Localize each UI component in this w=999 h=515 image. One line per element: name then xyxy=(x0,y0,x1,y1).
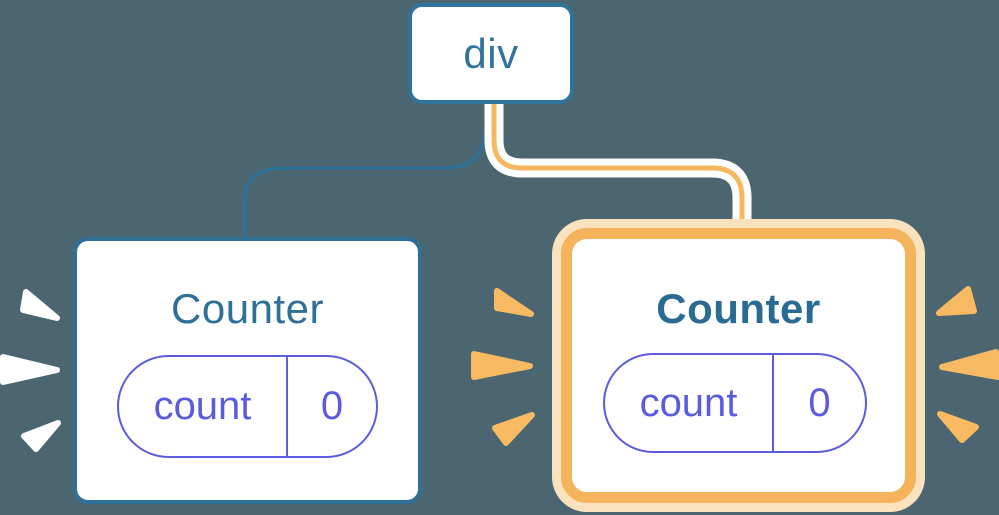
connector-parent-to-right-child xyxy=(491,102,745,234)
counter-title: Counter xyxy=(656,285,821,332)
counter-card-left: Counter count 0 xyxy=(73,237,422,504)
burst-ray xyxy=(937,411,979,443)
state-key-cell: count xyxy=(119,357,288,456)
burst-ray xyxy=(0,354,60,385)
burst-ray xyxy=(492,412,535,446)
state-pill: count 0 xyxy=(603,353,867,453)
burst-ray xyxy=(939,349,999,380)
state-pill: count 0 xyxy=(117,355,378,458)
state-value-cell: 0 xyxy=(774,355,865,451)
state-key-label: count xyxy=(639,380,738,425)
burst-ray xyxy=(471,351,533,380)
counter-card-right-highlighted: Counter count 0 xyxy=(561,228,916,503)
burst-ray xyxy=(494,288,534,317)
state-value: 0 xyxy=(320,384,344,428)
state-key-cell: count xyxy=(605,355,774,451)
state-key-label: count xyxy=(153,384,252,428)
state-value: 0 xyxy=(808,380,831,425)
tree-node-div: div xyxy=(408,3,574,104)
render-burst-icon-right-card-left xyxy=(471,288,535,446)
render-burst-icon-left-card xyxy=(0,289,61,452)
counter-title: Counter xyxy=(171,285,324,332)
burst-ray xyxy=(20,289,60,321)
render-burst-icon-right-card-right xyxy=(936,286,999,443)
state-value-cell: 0 xyxy=(288,357,376,456)
tree-node-label: div xyxy=(463,29,519,77)
burst-ray xyxy=(21,420,61,452)
burst-ray xyxy=(936,286,977,316)
connector-parent-to-left-child xyxy=(243,104,488,239)
